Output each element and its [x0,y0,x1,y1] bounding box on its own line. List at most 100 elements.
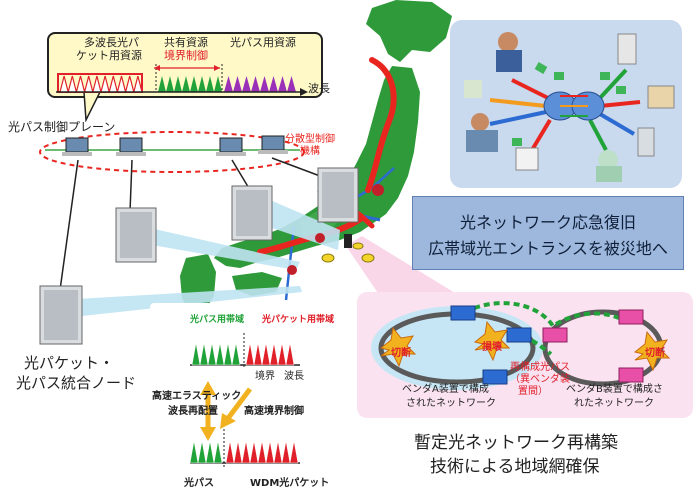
spectrum-slot [84,75,94,93]
spectrum-slot [241,440,251,464]
spectrum-slot [189,440,199,464]
spectrum-slot [100,75,110,93]
switch-icon [482,369,508,385]
spectrum-slot [190,76,198,92]
spectrum-slot [242,76,251,92]
spectrum-slot [285,342,295,366]
spectrum-slot [269,76,278,92]
switch-icon [618,367,644,383]
wg-elastic-label: 高速エラスティック [152,391,242,402]
spectrum-slot [133,75,143,93]
damage-label: 損壊 [482,342,502,353]
wavelength-graph [189,333,300,467]
recovery-line-2: 広帯域光エントランスを被災地へ [428,239,668,258]
wg-wdm-packet-label: WDM光パケット [250,478,330,489]
spectrum-slot [223,342,233,366]
wg-elastic-label-2: 波長再配置 [168,406,218,417]
spectrum-slot [265,440,275,464]
recovery-box: 光ネットワーク応急復旧 広帯域光エントランスを被災地へ [412,196,684,270]
wg-light-path-label: 光パス [184,478,214,489]
spectrum-slot [108,75,118,93]
spectrum-slot [198,76,206,92]
rack-node-icon [115,207,157,263]
callout-shared-label: 共有資源 [164,36,208,49]
reconf-label-2: （異ベンダ装 [510,374,570,385]
recovery-line-1: 光ネットワーク応急復旧 [459,213,636,232]
spectrum-slot [273,440,283,464]
user-avatar [498,32,518,52]
spectrum-slot [278,76,287,92]
caption-line-1: 暫定光ネットワーク再構築 [414,433,618,453]
break-icon [633,330,671,372]
laptop-icon [62,137,92,156]
spectrum-slot [261,342,271,366]
spectrum-bars [56,64,308,96]
rack-node-icon [231,185,273,241]
laptop-icon [258,135,288,154]
control-plane-label: 光パス制御プレーン [8,120,116,134]
spectrum-slot [67,75,77,93]
vendor-b-label-1: ベンダB装置で構成さ [566,384,663,395]
wg-wavelength-label: 波長 [284,371,304,382]
path-band-label: 光パス用帯域 [190,315,245,325]
backbone-red-path [365,57,397,193]
spectrum-slot [225,440,235,464]
laptop-icon [116,137,146,156]
handset-icon [344,234,352,248]
callout-multiwave-label: 多波長光パ [84,36,139,49]
ring-network-diagram [371,301,671,390]
spectrum-slot [260,76,269,92]
spectrum-slot [182,76,190,92]
spectrum-slot [245,342,255,366]
node-label-1: 光パケット・ [24,354,115,372]
spectrum-slot [233,76,242,92]
callout-multiwave-label-2: ケット用資源 [76,49,142,62]
rack-node-icon [39,285,83,345]
switch-icon [618,309,644,325]
laptop-icon [216,137,246,156]
spectrum-slot [199,342,209,366]
switch-icon [506,327,532,343]
spectrum-slot [224,76,233,92]
reconf-label-3: 置間） [518,386,548,397]
spectrum-slot [166,76,174,92]
spectrum-slot [197,440,207,464]
router-node-1 [372,184,384,196]
switch-icon [542,327,568,343]
vendor-b-label-2: れたネットワーク [574,398,654,409]
rack-node-icon [317,167,359,223]
spectrum-slot [116,75,127,93]
break-icon [379,326,417,368]
distributed-label: 分散型制御 [285,134,335,145]
callout-path-label: 光パス用資源 [230,36,296,49]
spectrum-slot [281,440,291,464]
caption-line-2: 技術による地域網確保 [430,457,600,477]
spectrum-slot [215,342,225,366]
spectrum-slot [231,342,241,366]
spectrum-slot [174,76,182,92]
packet-band-label: 光パケット用帯域 [262,315,335,325]
vendor-a-label-2: されたネットワーク [406,398,496,409]
callout-wavelength-label: 波長 [308,82,330,95]
break-icon [473,320,511,362]
switch-icon [450,305,476,321]
spectrum-slot [289,440,299,464]
spectrum-slot [249,440,259,464]
spectrum-slot [191,342,201,366]
wg-boundary-label: 境界 [255,371,275,382]
spectrum-slot [125,75,135,93]
node-label-2: 光パス統合ノード [16,374,137,392]
cut-label-1: 切断 [391,348,411,359]
callout-boundary-label: 境界制御 [164,49,208,62]
spectrum-slot [206,76,214,92]
spectrum-slot [207,342,217,366]
spectrum-slot [213,440,223,464]
spectrum-slot [158,76,166,92]
spectrum-slot [205,440,215,464]
control-plane-ellipse [39,131,305,173]
spectrum-slot [257,440,267,464]
spectrum-slot [59,75,69,93]
spectrum-slot [214,76,222,92]
spectrum-slot [92,75,102,93]
